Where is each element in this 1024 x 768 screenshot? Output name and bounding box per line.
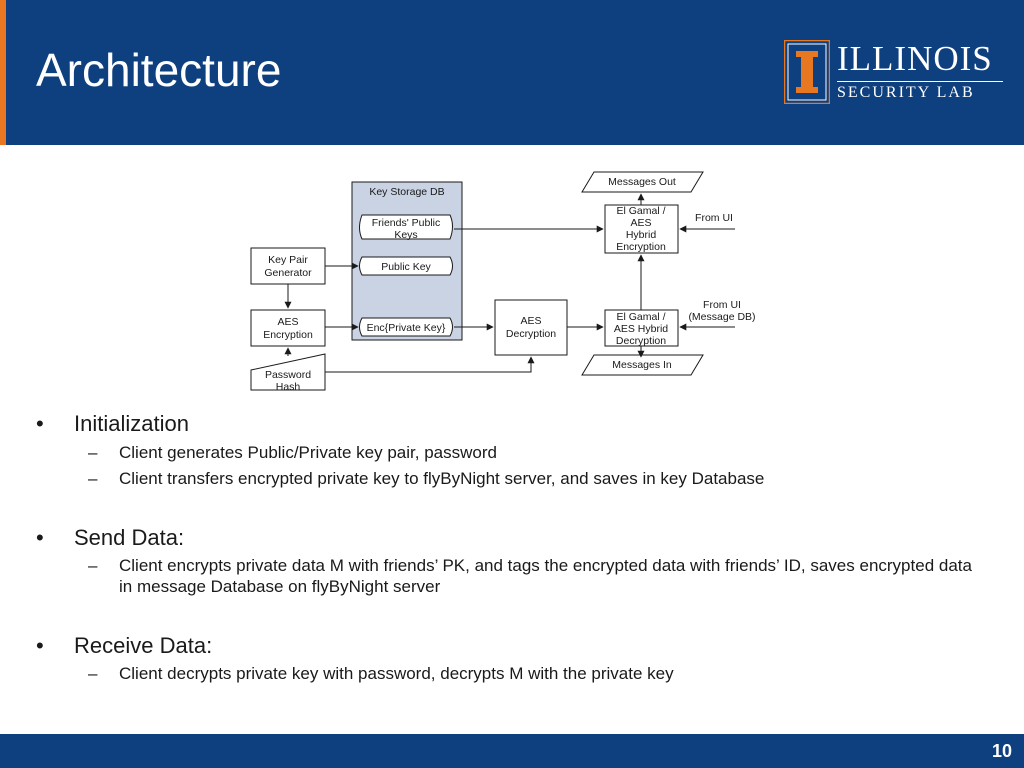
aes-encryption-box: [250, 309, 326, 347]
password-hash-input: [250, 353, 326, 391]
sub-bullet-marker: –: [88, 556, 98, 575]
password-hash-label-1: Password: [265, 369, 311, 381]
sub-bullet-text: Client transfers encrypted private key t…: [119, 469, 765, 488]
hybrid-decryption-box: [604, 309, 679, 347]
enc-private-key-store: [359, 317, 453, 337]
key-pair-generator-label-2: Generator: [264, 267, 312, 279]
aes-decryption-label-2: Decryption: [506, 328, 556, 340]
sub-bullet-marker: –: [88, 664, 98, 683]
sub-bullet-text: Client encrypts private data M with frie…: [119, 556, 972, 596]
friends-public-keys-store: [359, 214, 453, 240]
key-storage-db-label: Key Storage DB: [369, 186, 444, 198]
bullet-marker: •: [36, 411, 44, 436]
architecture-diagram: Key Storage DB Friends' Public Keys Publ…: [250, 171, 756, 393]
aes-decryption-box: [494, 299, 568, 356]
column-pillar-icon: [784, 40, 830, 104]
slide-title: Architecture: [36, 44, 282, 96]
messages-out-label: Messages Out: [608, 176, 676, 188]
hybrid-encryption-label-4: Encryption: [616, 241, 666, 253]
sub-bullet-marker: –: [88, 469, 98, 488]
bullet-text: Receive Data:: [74, 633, 213, 658]
arrow-password-to-aesdec: [325, 356, 535, 373]
public-key-store: [359, 256, 453, 276]
messages-out-shape: [581, 171, 704, 193]
hybrid-decryption-label-1: El Gamal /: [616, 311, 665, 323]
hybrid-encryption-label-3: Hybrid: [626, 229, 657, 241]
hybrid-encryption-box: [604, 204, 679, 254]
enc-private-key-label: Enc{Private Key}: [367, 322, 446, 334]
bullet-text: Send Data:: [74, 525, 185, 550]
key-pair-generator-label-1: Key Pair: [268, 254, 308, 266]
hybrid-decryption-label-2: AES Hybrid: [614, 323, 668, 335]
logo-subtitle: SECURITY LAB: [837, 84, 975, 101]
sub-bullet-text: Client decrypts private key with passwor…: [119, 664, 674, 683]
sub-bullet-text: Client generates Public/Private key pair…: [119, 443, 497, 462]
from-ui-label: From UI: [695, 212, 733, 224]
aes-encryption-label-1: AES: [277, 316, 298, 328]
hybrid-encryption-label-1: El Gamal /: [616, 205, 665, 217]
slide-footer: 10: [0, 734, 1024, 768]
from-ui-db-label-1: From UI: [703, 299, 741, 311]
hybrid-encryption-label-2: AES: [630, 217, 651, 229]
hybrid-decryption-label-3: Decryption: [616, 335, 666, 347]
slide-header: [0, 0, 1024, 145]
bullet-text: Initialization: [74, 411, 189, 436]
page-number: 10: [991, 741, 1012, 761]
logo-wordmark: ILLINOIS: [837, 39, 993, 78]
bullet-marker: •: [36, 525, 44, 550]
friends-public-keys-label-2: Keys: [394, 229, 417, 241]
friends-public-keys-label-1: Friends' Public: [372, 217, 441, 229]
from-ui-db-label-2: (Message DB): [688, 311, 755, 323]
aes-decryption-label-1: AES: [520, 315, 541, 327]
aes-encryption-label-2: Encryption: [263, 329, 313, 341]
messages-in-label: Messages In: [612, 359, 672, 371]
sub-bullet-marker: –: [88, 443, 98, 462]
password-hash-label-2: Hash: [276, 381, 301, 393]
illinois-security-lab-logo: ILLINOIS SECURITY LAB: [784, 40, 1004, 104]
logo-divider: [837, 81, 1003, 82]
header-accent-bar: [0, 0, 6, 145]
public-key-label: Public Key: [381, 261, 431, 273]
bullet-marker: •: [36, 633, 44, 658]
diagram-connectors: [284, 193, 735, 373]
messages-in-shape: [581, 354, 704, 376]
